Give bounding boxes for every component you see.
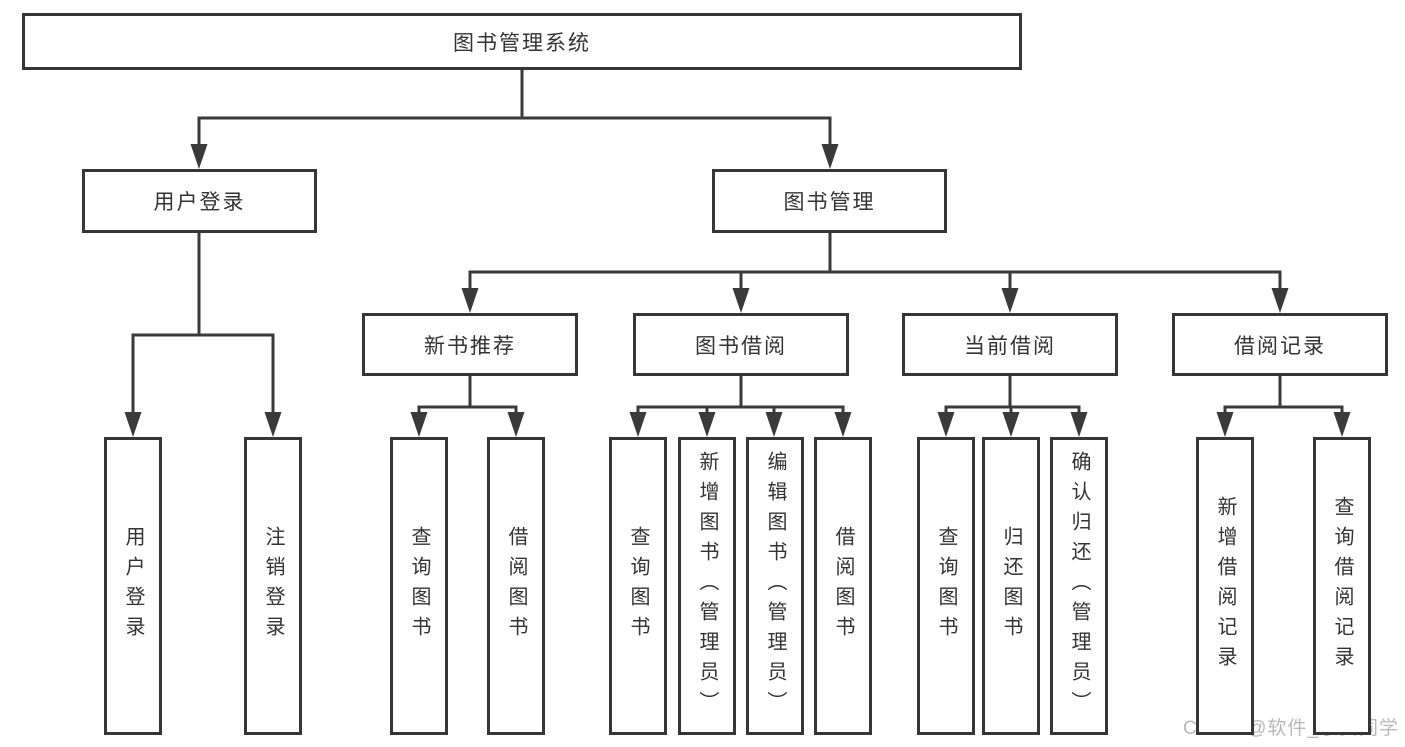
node-user-login: 用户登录 — [82, 169, 317, 233]
arrowhead-icon — [629, 412, 647, 437]
arrowhead-icon — [264, 412, 282, 437]
arrowhead-icon — [765, 412, 783, 437]
node-label: 图书管理 — [783, 191, 876, 214]
arrowhead-icon — [821, 144, 839, 169]
node-add-borrow-record: 新增借阅记录 — [1196, 437, 1254, 735]
arrowhead-icon — [190, 144, 208, 169]
node-root: 图书管理系统 — [22, 13, 1022, 70]
node-label: 查询图书 — [627, 526, 649, 646]
arrowhead-icon — [698, 412, 716, 437]
node-query-books-current: 查询图书 — [917, 437, 975, 735]
arrowhead-icon — [1216, 412, 1234, 437]
node-label: 借阅记录 — [1234, 334, 1326, 358]
arrowhead-icon — [1271, 288, 1289, 313]
node-borrow-books-borrowing: 借阅图书 — [814, 437, 872, 735]
node-label: 归还图书 — [1000, 526, 1022, 646]
node-query-borrow-record: 查询借阅记录 — [1313, 437, 1371, 735]
arrowhead-icon — [1001, 288, 1019, 313]
arrowhead-icon — [1002, 412, 1020, 437]
arrowhead-icon — [410, 412, 428, 437]
node-label: 用户登录 — [153, 191, 246, 214]
arrowhead-icon — [1333, 412, 1351, 437]
arrowhead-icon — [124, 412, 142, 437]
node-book-management: 图书管理 — [712, 169, 947, 233]
node-label: 新书推荐 — [424, 334, 516, 358]
node-label: 借阅图书 — [505, 526, 527, 646]
node-label: 确认归还（管理员） — [1068, 451, 1090, 721]
node-logout-leaf: 注销登录 — [244, 437, 302, 735]
node-label: 用户登录 — [122, 526, 144, 646]
node-user-login-leaf: 用户登录 — [104, 437, 162, 735]
node-new-book-recommend: 新书推荐 — [362, 313, 578, 376]
node-label: 新增图书（管理员） — [696, 451, 718, 721]
node-label: 查询借阅记录 — [1331, 496, 1353, 676]
node-borrow-books-recommend: 借阅图书 — [487, 437, 545, 735]
arrowhead-icon — [1070, 412, 1088, 437]
node-label: 借阅图书 — [832, 526, 854, 646]
node-query-books-borrowing: 查询图书 — [609, 437, 667, 735]
node-return-books: 归还图书 — [982, 437, 1040, 735]
node-label: 当前借阅 — [964, 334, 1056, 358]
arrowhead-icon — [834, 412, 852, 437]
arrowhead-icon — [461, 288, 479, 313]
node-label: 查询图书 — [408, 526, 430, 646]
arrowhead-icon — [507, 412, 525, 437]
node-label: 编辑图书（管理员） — [764, 451, 786, 721]
node-label: 新增借阅记录 — [1214, 496, 1236, 676]
node-confirm-return-admin: 确认归还（管理员） — [1050, 437, 1108, 735]
node-label: 查询图书 — [935, 526, 957, 646]
node-edit-books-admin: 编辑图书（管理员） — [746, 437, 804, 735]
arrowhead-icon — [732, 288, 750, 313]
node-label: 图书借阅 — [695, 334, 787, 358]
node-current-borrowing: 当前借阅 — [902, 313, 1118, 376]
node-book-borrowing: 图书借阅 — [633, 313, 849, 376]
node-borrowing-records: 借阅记录 — [1172, 313, 1388, 376]
node-label: 图书管理系统 — [453, 31, 591, 55]
node-query-books-recommend: 查询图书 — [390, 437, 448, 735]
arrowhead-icon — [937, 412, 955, 437]
node-label: 注销登录 — [262, 526, 284, 646]
node-add-books-admin: 新增图书（管理员） — [678, 437, 736, 735]
